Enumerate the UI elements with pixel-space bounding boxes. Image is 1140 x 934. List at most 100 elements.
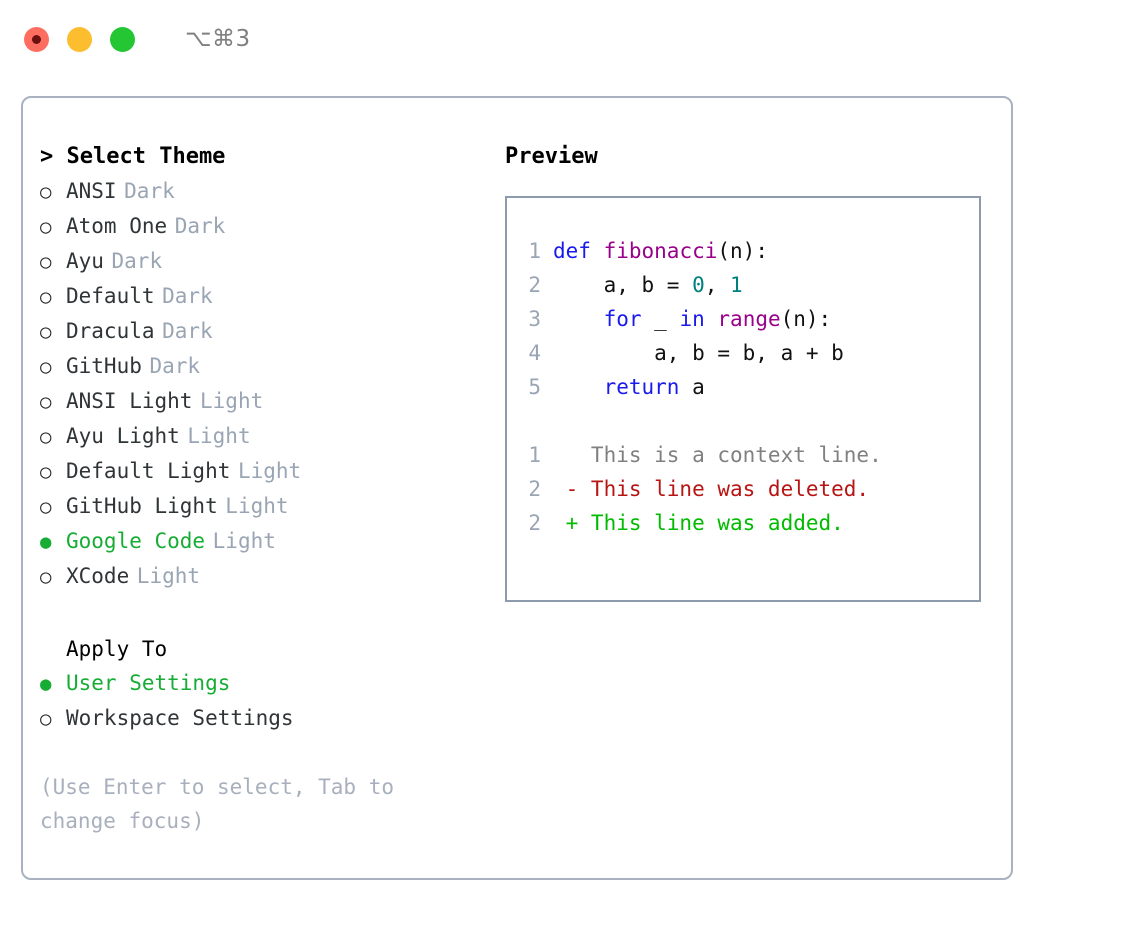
code-token: [591, 239, 604, 263]
theme-option-label: Default: [66, 284, 155, 308]
code-line: 3 for _ in range(n):: [507, 302, 979, 336]
theme-option-category: Light: [200, 389, 264, 413]
apply-to-title: Apply To: [66, 637, 168, 661]
code-line-content: a, b = 0, 1: [553, 268, 743, 302]
code-token: (n):: [780, 307, 832, 331]
code-token: a, b = b, a + b: [553, 341, 844, 365]
theme-option-category: Dark: [111, 249, 163, 273]
diff-line: 2 - This line was deleted.: [507, 472, 979, 506]
theme-option-ansi[interactable]: ○ ANSI Dark: [40, 174, 493, 209]
apply-option-label: Workspace Settings: [66, 706, 294, 730]
code-token: fibonacci: [603, 239, 718, 263]
radio-unselected-icon: ○: [40, 181, 52, 203]
diff-line: 1 This is a context line.: [507, 438, 979, 472]
code-line: 5 return a: [507, 370, 979, 404]
traffic-light-buttons: [24, 26, 135, 52]
theme-option-label: XCode: [66, 564, 130, 588]
theme-option-default[interactable]: ○ Default Dark: [40, 279, 493, 314]
code-token: [705, 307, 718, 331]
radio-unselected-icon: ○: [40, 461, 52, 483]
radio-selected-icon: ●: [40, 673, 52, 695]
apply-option-user-settings[interactable]: ● User Settings: [40, 666, 493, 701]
code-token: [553, 307, 604, 331]
theme-option-label: Google Code: [66, 529, 206, 553]
code-token: a: [679, 375, 705, 399]
theme-option-category: Dark: [124, 179, 175, 203]
radio-unselected-icon: ○: [40, 391, 52, 413]
radio-unselected-icon: ○: [40, 496, 52, 518]
code-line-content: for _ in range(n):: [553, 302, 832, 336]
theme-option-category: Dark: [162, 284, 213, 308]
theme-option-category: Light: [237, 459, 302, 483]
radio-unselected-icon: ○: [40, 216, 52, 238]
code-line-number: 4: [528, 341, 541, 365]
code-token: [553, 375, 604, 399]
code-line-number: 5: [528, 375, 541, 399]
close-button[interactable]: [24, 26, 49, 52]
minimize-button[interactable]: [67, 26, 92, 52]
window-titlebar: ⌥⌘3: [0, 0, 1140, 78]
radio-selected-icon: ●: [40, 531, 52, 553]
code-token: return: [603, 375, 680, 399]
theme-option-label: ANSI: [66, 179, 117, 203]
theme-option-label: ANSI Light: [66, 389, 193, 413]
code-token: 1: [730, 273, 743, 297]
diff-line: 2 + This line was added.: [507, 506, 979, 540]
theme-option-label: Ayu: [66, 249, 104, 273]
diff-line-number: 1: [528, 443, 541, 467]
theme-option-category: Light: [225, 494, 289, 518]
theme-option-category: Dark: [162, 319, 213, 343]
code-token: 0: [692, 273, 705, 297]
theme-option-github-light[interactable]: ○ GitHub Light Light: [40, 489, 493, 524]
code-line: 4 a, b = b, a + b: [507, 336, 979, 370]
code-token: for: [603, 307, 642, 331]
theme-option-label: GitHub Light: [66, 494, 218, 518]
radio-unselected-icon: ○: [40, 356, 52, 378]
theme-option-category: Light: [187, 424, 251, 448]
code-line-content: a, b = b, a + b: [553, 336, 844, 370]
radio-unselected-icon: ○: [40, 708, 52, 730]
theme-option-category: Dark: [174, 214, 226, 238]
code-line-number: 3: [528, 307, 541, 331]
apply-option-label: User Settings: [66, 671, 231, 695]
code-line-content: def fibonacci(n):: [553, 234, 768, 268]
select-theme-header: > Select Theme: [40, 144, 226, 169]
diff-line-number: 2: [528, 511, 541, 535]
apply-to-list[interactable]: ● User Settings ○ Workspace Settings: [40, 666, 493, 736]
code-token: ,: [704, 273, 731, 297]
diff-line-number: 2: [528, 477, 541, 501]
radio-unselected-icon: ○: [40, 566, 52, 588]
theme-option-label: GitHub: [66, 354, 142, 378]
theme-option-category: Dark: [149, 354, 201, 378]
keyboard-hint-text: (Use Enter to select, Tab to change focu…: [40, 775, 395, 833]
theme-option-ansi-light[interactable]: ○ ANSI Light Light: [40, 384, 493, 419]
keyboard-shortcut-label: ⌥⌘3: [185, 26, 251, 52]
theme-option-label: Dracula: [66, 319, 155, 343]
preview-title: Preview: [505, 144, 598, 169]
theme-option-label: Atom One: [66, 214, 168, 238]
theme-option-github[interactable]: ○ GitHub Dark: [40, 349, 493, 384]
code-token: a, b =: [553, 273, 693, 297]
code-token: in: [679, 307, 705, 331]
maximize-button[interactable]: [110, 26, 135, 52]
theme-option-label: Default Light: [66, 459, 231, 483]
apply-option-workspace-settings[interactable]: ○ Workspace Settings: [40, 701, 493, 736]
diff-line-content: + This line was added.: [553, 511, 844, 535]
theme-option-category: Light: [212, 529, 276, 553]
diff-line-content: - This line was deleted.: [553, 477, 870, 501]
radio-unselected-icon: ○: [40, 286, 52, 308]
theme-option-label: Ayu Light: [66, 424, 180, 448]
